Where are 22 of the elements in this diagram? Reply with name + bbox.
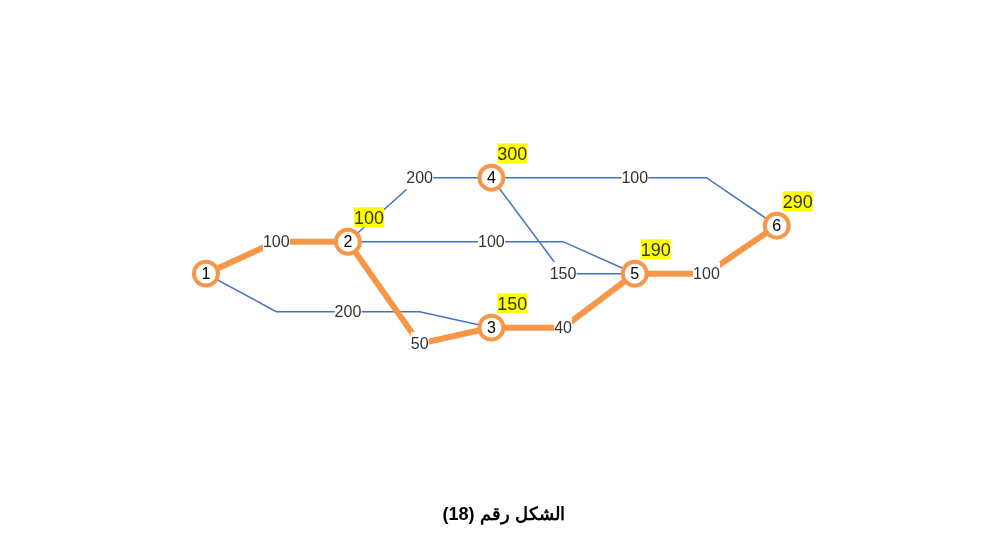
node-circle: 3 (477, 313, 506, 342)
edge-label: 100 (621, 168, 649, 186)
edge-label: 100 (263, 232, 290, 250)
edge-label: 100 (693, 264, 720, 282)
edge-label: 40 (554, 318, 573, 336)
value-label: 150 (497, 293, 528, 314)
node-circle: 5 (620, 259, 649, 288)
connector (503, 278, 628, 331)
value-label: 300 (497, 143, 528, 164)
edge-label: 200 (334, 302, 362, 320)
edge-label: 100 (478, 232, 505, 250)
edge-label: 150 (549, 264, 577, 282)
figure-caption: الشكل رقم (18) (442, 503, 565, 525)
node-circle: 2 (334, 227, 362, 256)
value-label: 290 (782, 191, 813, 212)
value-label: 190 (640, 239, 671, 260)
node-circle: 4 (477, 163, 506, 192)
node-circle: 6 (762, 211, 791, 240)
edge-label: 200 (406, 168, 434, 186)
node-circle: 1 (192, 259, 220, 288)
edge-label: 50 (410, 334, 429, 352)
value-label: 100 (354, 207, 385, 228)
